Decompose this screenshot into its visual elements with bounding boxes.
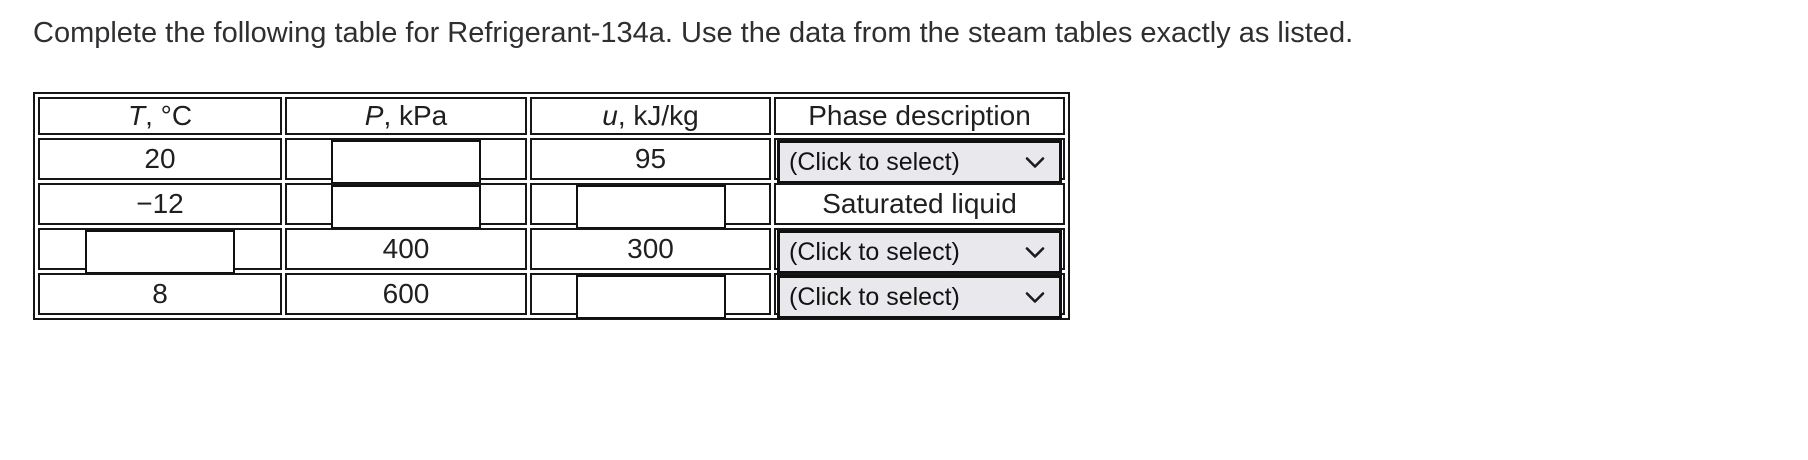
internal-energy-symbol: u	[602, 100, 618, 131]
phase-label: Phase description	[808, 100, 1031, 131]
phase-select-label: (Click to select)	[789, 237, 960, 266]
cell-temperature	[38, 228, 282, 274]
cell-pressure	[285, 138, 527, 184]
cell-temperature: 8	[38, 273, 282, 315]
phase-select[interactable]: (Click to select)	[777, 140, 1062, 184]
cell-temperature: −12	[38, 183, 282, 225]
phase-select[interactable]: (Click to select)	[777, 275, 1062, 319]
cell-internal-energy: 95	[530, 138, 771, 180]
table-row-1: 20 95 (Click to select)	[38, 138, 1065, 184]
table-row-4: 8 600 (Click to select)	[38, 273, 1065, 319]
chevron-down-icon	[1025, 246, 1045, 258]
chevron-down-icon	[1025, 156, 1045, 168]
table-row-2: −12 Saturated liquid	[38, 183, 1065, 229]
cell-phase: (Click to select)	[774, 228, 1065, 274]
cell-pressure: 600	[285, 273, 527, 315]
header-phase-description: Phase description	[774, 97, 1065, 135]
temperature-unit: , °C	[145, 100, 193, 131]
question-text: Complete the following table for Refrige…	[33, 17, 1354, 49]
cell-pressure	[285, 183, 527, 229]
pressure-input[interactable]	[331, 185, 481, 229]
internal-energy-input[interactable]	[575, 275, 726, 319]
cell-phase: (Click to select)	[774, 138, 1065, 184]
pressure-unit: , kPa	[383, 100, 448, 131]
pressure-input[interactable]	[331, 140, 481, 184]
cell-temperature: 20	[38, 138, 282, 180]
temperature-symbol: T	[127, 100, 146, 131]
phase-select-label: (Click to select)	[789, 282, 960, 311]
cell-pressure: 400	[285, 228, 527, 270]
header-temperature: T, °C	[38, 97, 282, 135]
temperature-input[interactable]	[85, 230, 235, 274]
phase-select[interactable]: (Click to select)	[777, 230, 1062, 274]
cell-internal-energy	[530, 273, 771, 319]
internal-energy-input[interactable]	[575, 185, 726, 229]
internal-energy-unit: , kJ/kg	[617, 100, 699, 131]
cell-internal-energy	[530, 183, 771, 229]
cell-internal-energy: 300	[530, 228, 771, 270]
cell-phase: Saturated liquid	[774, 183, 1065, 225]
table-row-3: 400 300 (Click to select)	[38, 228, 1065, 274]
header-pressure: P, kPa	[285, 97, 527, 135]
table-header-row: T, °C P, kPa u, kJ/kg Phase description	[38, 97, 1065, 135]
phase-select-label: (Click to select)	[789, 147, 960, 176]
header-internal-energy: u, kJ/kg	[530, 97, 771, 135]
pressure-symbol: P	[364, 100, 384, 131]
chevron-down-icon	[1025, 291, 1045, 303]
refrigerant-table: T, °C P, kPa u, kJ/kg Phase description …	[33, 92, 1070, 320]
cell-phase: (Click to select)	[774, 273, 1065, 319]
